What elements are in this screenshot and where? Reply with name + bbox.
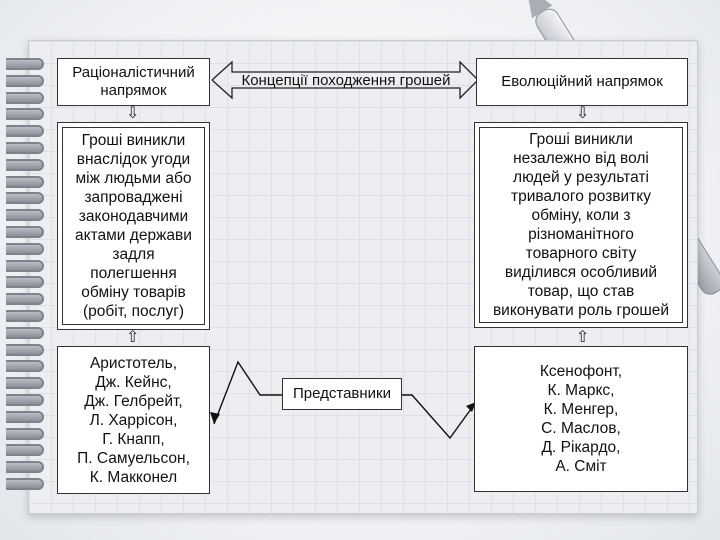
text-line: законодавчими bbox=[78, 208, 189, 225]
binder-ring bbox=[6, 142, 44, 154]
text-line: задля bbox=[112, 246, 155, 263]
evolutionary-header-text: Еволюційний напрямок bbox=[501, 73, 663, 90]
text-line: виконувати роль грошей bbox=[492, 302, 670, 319]
rational-representatives-list: Аристотель, Дж. Кейнс, Дж. Гелбрейт, Л. … bbox=[77, 354, 190, 487]
down-arrow-right: ⇩ bbox=[576, 105, 590, 122]
representative-name: Д. Рікардо, bbox=[541, 439, 621, 456]
evolutionary-representatives-list: Ксенофонт, К. Маркс, К. Менгер, С. Масло… bbox=[540, 362, 622, 476]
text-line: обміну, коли з bbox=[531, 207, 631, 224]
rational-representatives-box: Аристотель, Дж. Кейнс, Дж. Гелбрейт, Л. … bbox=[57, 346, 210, 494]
binder-ring bbox=[6, 360, 44, 373]
rational-definition-box: Гроші виникли внаслідок угоди між людьми… bbox=[57, 122, 210, 330]
binder-ring bbox=[6, 310, 44, 322]
evolutionary-definition-box: Гроші виникли незалежно від волі людей у… bbox=[474, 122, 688, 328]
binder-ring bbox=[6, 209, 44, 222]
text-line: Гроші виникли bbox=[529, 131, 633, 148]
text-line: товарного світу bbox=[525, 245, 637, 262]
text-line: між людьми або bbox=[75, 170, 192, 187]
representative-name: К. Менгер, bbox=[543, 401, 619, 418]
representatives-label-box: Представники bbox=[282, 378, 402, 410]
text-line: тривалого розвитку bbox=[510, 188, 651, 205]
text-line: Гроші виникли bbox=[81, 132, 186, 149]
binder-ring bbox=[6, 377, 44, 390]
representative-name: Дж. Кейнс, bbox=[95, 373, 172, 391]
binder-ring bbox=[6, 158, 44, 171]
text-line: незалежно від волі bbox=[513, 150, 649, 167]
rational-definition-inner-border bbox=[62, 127, 205, 325]
representative-name: П. Самуельсон, bbox=[77, 449, 190, 467]
representative-name: Г. Кнапп, bbox=[102, 430, 165, 448]
text-line: (робіт, послуг) bbox=[82, 303, 185, 320]
binder-ring bbox=[6, 125, 44, 138]
binder-rings bbox=[6, 58, 46, 498]
rational-direction-header: Раціоналістичний напрямок bbox=[57, 58, 210, 106]
binder-ring bbox=[6, 444, 44, 457]
binder-ring bbox=[6, 293, 44, 306]
representative-name: Л. Харрісон, bbox=[89, 411, 178, 429]
text-line: різноманітного bbox=[528, 226, 634, 243]
binder-ring bbox=[6, 226, 44, 238]
up-arrow-right: ⇧ bbox=[576, 329, 590, 346]
down-arrow-left: ⇩ bbox=[126, 105, 140, 122]
binder-ring bbox=[6, 192, 44, 205]
binder-ring bbox=[6, 259, 44, 272]
binder-ring bbox=[6, 108, 44, 121]
text-line: виділився особливий bbox=[504, 264, 658, 281]
binder-ring bbox=[6, 74, 44, 87]
binder-ring bbox=[6, 91, 44, 104]
binder-ring bbox=[6, 478, 44, 490]
evolutionary-definition-inner-border bbox=[479, 127, 683, 323]
rational-header-line-2: напрямок bbox=[100, 82, 167, 99]
text-line: запроваджені bbox=[84, 189, 183, 206]
text-line: внаслідок угоди bbox=[76, 151, 191, 168]
binder-ring bbox=[6, 461, 44, 474]
text-line: людей у результаті bbox=[513, 169, 649, 186]
binder-ring bbox=[6, 276, 44, 289]
text-line: актами держави bbox=[75, 227, 192, 244]
binder-ring bbox=[6, 326, 44, 339]
rational-definition-text: Гроші виникли внаслідок угоди між людьми… bbox=[75, 131, 192, 321]
up-arrow-left: ⇧ bbox=[126, 329, 140, 346]
evolutionary-direction-header: Еволюційний напрямок bbox=[476, 58, 688, 106]
binder-ring bbox=[6, 343, 44, 356]
representative-name: Дж. Гелбрейт, bbox=[84, 392, 183, 410]
binder-ring bbox=[6, 175, 44, 188]
representative-name: А. Сміт bbox=[555, 458, 607, 475]
concepts-title: Концепції походження грошей bbox=[222, 70, 470, 92]
representative-name: К. Макконел bbox=[89, 468, 178, 486]
text-line: товар, що став bbox=[527, 283, 635, 300]
representative-name: С. Маслов, bbox=[541, 420, 621, 437]
binder-ring bbox=[6, 427, 44, 440]
text-line: полегшення bbox=[90, 265, 177, 282]
text-line: обміну товарів bbox=[81, 284, 186, 301]
binder-ring bbox=[6, 410, 44, 423]
concepts-title-text: Концепції походження грошей bbox=[241, 72, 451, 89]
binder-ring bbox=[6, 242, 44, 255]
binder-ring bbox=[6, 58, 44, 70]
representative-name: Ксенофонт, bbox=[539, 363, 623, 380]
binder-ring bbox=[6, 394, 44, 406]
representatives-label: Представники bbox=[292, 385, 391, 402]
evolutionary-definition-text: Гроші виникли незалежно від волі людей у… bbox=[493, 130, 669, 320]
representative-name: Аристотель, bbox=[89, 354, 177, 372]
rational-header-line-1: Раціоналістичний bbox=[72, 64, 195, 81]
representative-name: К. Маркс, bbox=[547, 382, 615, 399]
evolutionary-representatives-box: Ксенофонт, К. Маркс, К. Менгер, С. Масло… bbox=[474, 346, 688, 492]
